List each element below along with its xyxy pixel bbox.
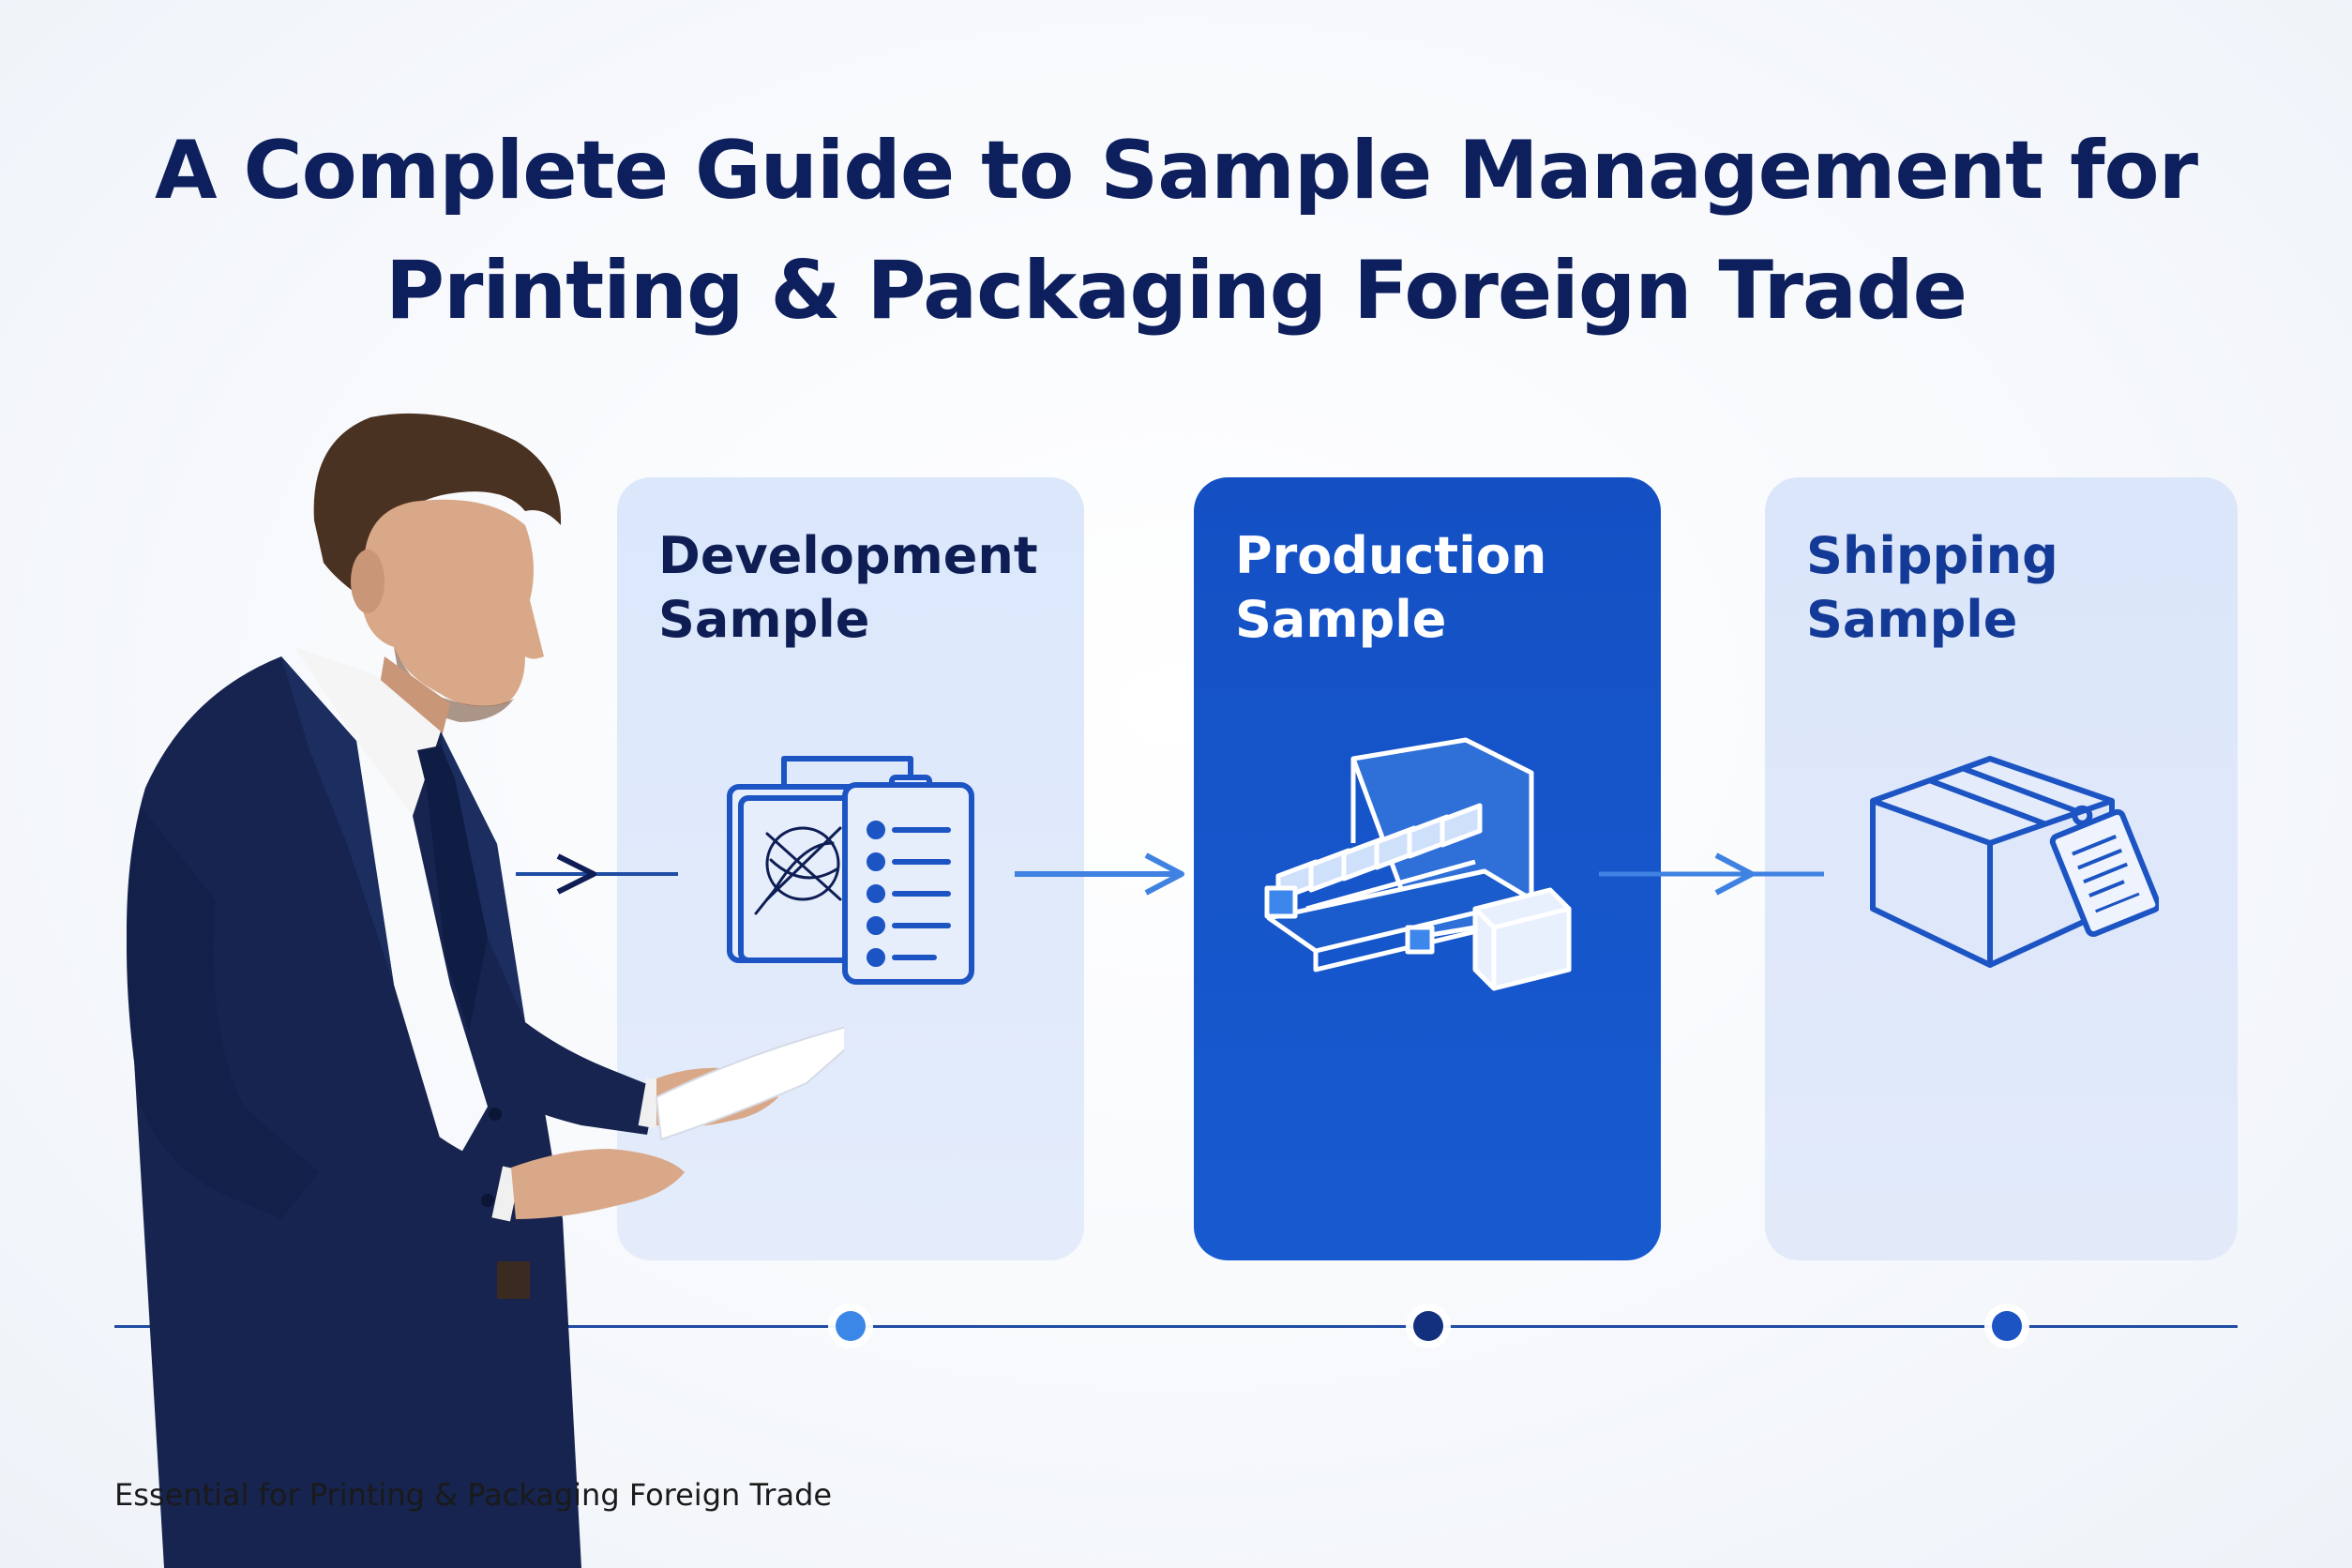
stage-card-development: Development Sample xyxy=(617,477,1084,1260)
page-title: A Complete Guide to Sample Management fo… xyxy=(0,111,2352,351)
package-box-icon xyxy=(1870,756,2159,968)
timeline-dot-shipping xyxy=(1992,1311,2022,1341)
stage-card-shipping: Shipping Sample xyxy=(1765,477,2238,1260)
title-line-1: A Complete Guide to Sample Management fo… xyxy=(154,124,2198,218)
arrow-to-shipping xyxy=(1599,852,1824,896)
stage-title-production: Production Sample xyxy=(1235,526,1547,649)
stage-card-production: Production Sample xyxy=(1194,477,1661,1260)
printing-press-icon xyxy=(1264,737,1572,991)
arrow-to-production xyxy=(1015,852,1184,896)
timeline-dot-production xyxy=(1413,1311,1443,1341)
clipboard-document-icon xyxy=(727,756,974,985)
footer-tagline: Essential for Printing & Packaging Forei… xyxy=(114,1477,833,1513)
stage-title-shipping: Shipping Sample xyxy=(1806,526,2058,649)
timeline-dot-development xyxy=(836,1311,866,1341)
businessman-illustration xyxy=(127,413,844,1568)
arrow-to-development xyxy=(516,853,678,895)
title-line-2: Printing & Packaging Foreign Trade xyxy=(385,244,1968,338)
stage-title-development: Development Sample xyxy=(658,526,1038,649)
timeline-line xyxy=(114,1325,2238,1328)
